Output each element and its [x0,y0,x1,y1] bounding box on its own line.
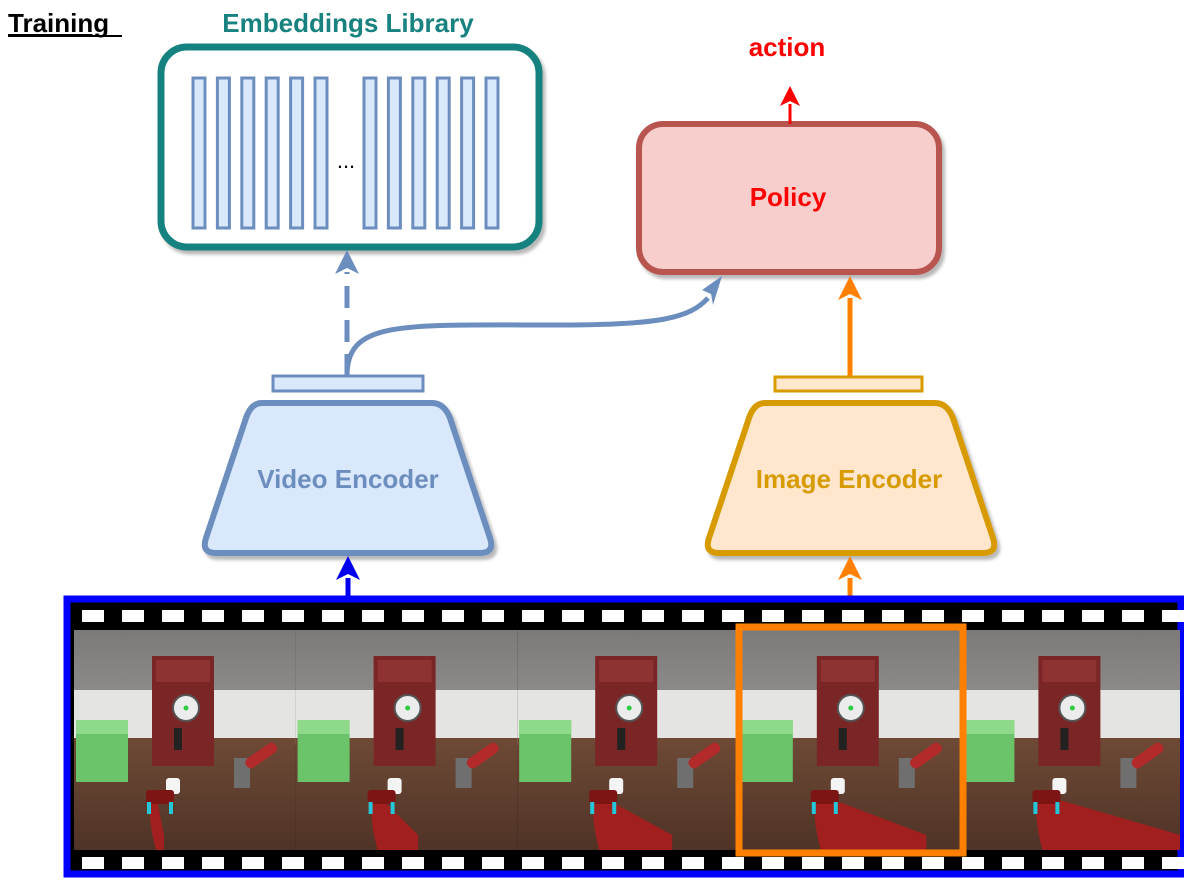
film-perforation [1002,857,1024,869]
film-perforation [442,857,464,869]
film-perforation [322,857,344,869]
policy-label: Policy [750,182,827,212]
embedding-slot [411,76,427,230]
library-ellipsis: ... [337,148,355,173]
film-perforation [82,857,104,869]
film-frames [74,630,1180,850]
film-perforations [82,610,1184,869]
embedding-slot [484,76,500,230]
film-perforation [122,610,144,622]
film-perforation [642,857,664,869]
film-perforation [722,857,744,869]
film-perforation [722,610,744,622]
film-perforation [162,857,184,869]
video-encoder-label: Video Encoder [257,464,439,494]
film-perforation [642,610,664,622]
film-perforation [842,857,864,869]
action-arrow-head [780,86,800,106]
film-frame [517,630,739,850]
film-frame [295,630,518,850]
library-title: Embeddings Library [222,8,474,38]
film-perforation [242,610,264,622]
film-perforation [682,610,704,622]
film-perforation [482,610,504,622]
film-perforation [1082,857,1104,869]
embedding-slot [240,76,256,230]
film-frame [960,630,1180,850]
video-embedding-bar [271,374,425,393]
film-perforation [202,610,224,622]
film-perforation [522,857,544,869]
film-perforation [162,610,184,622]
film-perforation [602,610,624,622]
film-perforation [802,610,824,622]
film-perforation [122,857,144,869]
film-perforation [962,857,984,869]
film-frame [74,630,296,850]
film-perforation [802,857,824,869]
film-perforation [282,857,304,869]
frame-to-image-arrow-head [838,556,862,580]
film-perforation [402,857,424,869]
film-perforation [322,610,344,622]
film-perforation [362,857,384,869]
film-perforation [762,857,784,869]
film-frame [738,630,961,850]
film-perforation [202,857,224,869]
image-encoder-label: Image Encoder [756,464,942,494]
film-perforation [842,610,864,622]
film-perforation [922,610,944,622]
embedding-slot [460,76,476,230]
film-perforation [1122,610,1144,622]
action-label: action [749,32,826,62]
film-perforation [522,610,544,622]
film-perforation [82,610,104,622]
film-to-video-arrow-head [336,556,360,580]
training-heading: Training [8,8,109,38]
embedding-slot [191,76,207,230]
film-perforation [562,610,584,622]
video-encoder [201,400,495,556]
film-perforation [962,610,984,622]
embedding-slot [435,76,451,230]
video-to-policy-arrow-head [702,276,722,305]
film-perforation [242,857,264,869]
embedding-slot [264,76,280,230]
film-perforation [362,610,384,622]
film-perforation [282,610,304,622]
film-perforation [882,610,904,622]
film-perforation [442,610,464,622]
film-perforation [402,610,424,622]
film-perforation [602,857,624,869]
embedding-slot [386,76,402,230]
film-perforation [1122,857,1144,869]
film-perforation [1042,610,1064,622]
embedding-slot [313,76,329,230]
video-to-policy-arrow [344,296,710,377]
embedding-slots [191,76,500,230]
embedding-slot [215,76,231,230]
image-to-policy-arrow-head [838,276,862,300]
embedding-slot [362,76,378,230]
image-encoder [704,400,998,556]
image-embedding-bar [773,375,924,393]
film-perforation [562,857,584,869]
film-perforation [922,857,944,869]
film-perforation [1162,857,1184,869]
film-perforation [1002,610,1024,622]
embedding-slot [289,76,305,230]
film-perforation [882,857,904,869]
film-perforation [1082,610,1104,622]
film-perforation [1162,610,1184,622]
film-perforation [482,857,504,869]
library-arrow-head [335,250,359,274]
film-perforation [682,857,704,869]
film-perforation [1042,857,1064,869]
film-perforation [762,610,784,622]
selected-frame-highlight [735,623,967,857]
